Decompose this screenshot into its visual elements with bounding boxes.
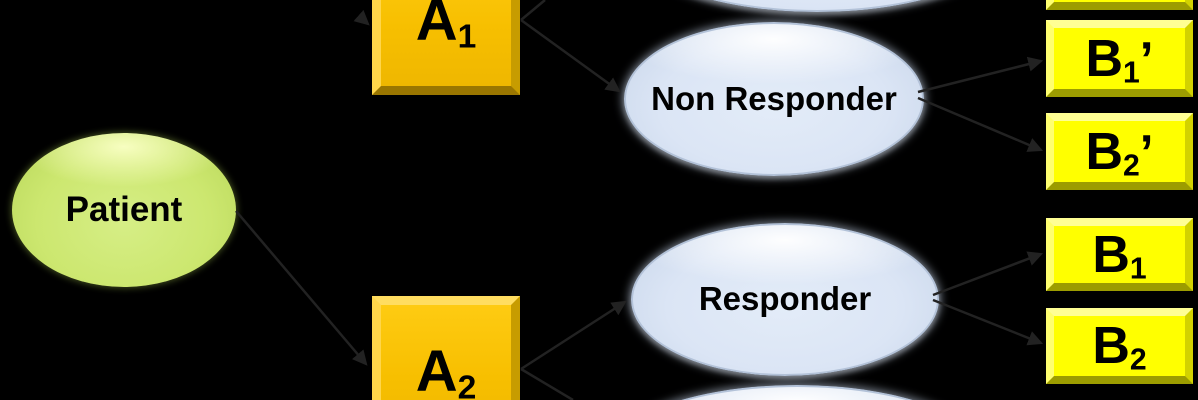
node-b2: B2 [1046, 308, 1193, 384]
node-b1: B1 [1046, 218, 1193, 291]
node-non-responder-label: Non Responder [651, 79, 897, 117]
node-b1-prime: B1’ [1046, 20, 1193, 97]
node-b2-prime: B2’ [1046, 113, 1193, 190]
partial-option-box-top [1046, 0, 1193, 10]
node-b2-label: B2 [1092, 317, 1147, 377]
node-non-responder: Non Responder [624, 22, 924, 176]
node-responder-label: Responder [698, 280, 872, 318]
edge-a2-responder [520, 300, 627, 371]
node-a1: A1 [372, 0, 520, 95]
node-a2: A2 [372, 296, 520, 400]
node-b1-prime-label: B1’ [1085, 29, 1154, 90]
edge-into-a1-arrowhead [353, 9, 370, 26]
node-a1-label: A1 [415, 0, 477, 55]
edge-patient-a2 [235, 210, 368, 366]
partial-outcome-ellipse-bottom [605, 385, 989, 400]
edge-responder-b2 [932, 298, 1044, 346]
edge-a1-non-responder [520, 18, 621, 93]
node-patient: Patient [12, 133, 236, 287]
node-responder: Responder [631, 223, 939, 376]
node-b2-prime-label: B2’ [1085, 122, 1154, 183]
node-patient-label: Patient [65, 190, 183, 229]
edge-a1-up-offscreen [520, 0, 546, 21]
edge-non-responder-b1-prime [917, 56, 1044, 94]
node-a2-label: A2 [415, 338, 477, 400]
edge-a2-down-offscreen [520, 367, 574, 400]
edge-non-responder-b2-prime [917, 96, 1044, 152]
node-b1-label: B1 [1092, 225, 1147, 286]
edge-responder-b1 [932, 251, 1044, 297]
partial-outcome-ellipse-top [625, 0, 1009, 12]
